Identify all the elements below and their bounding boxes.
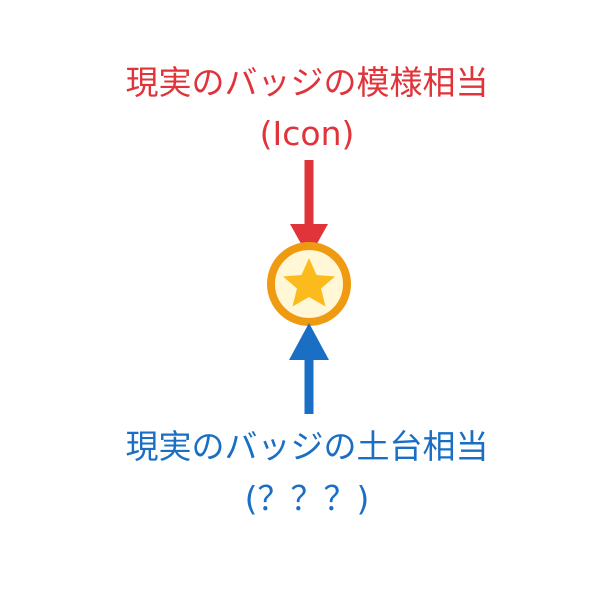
base-label-title: 現実のバッジの土台相当 bbox=[125, 427, 489, 466]
icon-label-title: 現実のバッジの模様相当 bbox=[125, 63, 489, 102]
icon-label-subtitle: (Icon) bbox=[259, 114, 355, 153]
badge-icon bbox=[267, 242, 351, 326]
arrow-up-icon bbox=[289, 323, 329, 414]
star-icon bbox=[283, 258, 335, 307]
base-label-subtitle: (？？？) bbox=[244, 479, 370, 518]
arrow-down-icon bbox=[290, 160, 328, 258]
